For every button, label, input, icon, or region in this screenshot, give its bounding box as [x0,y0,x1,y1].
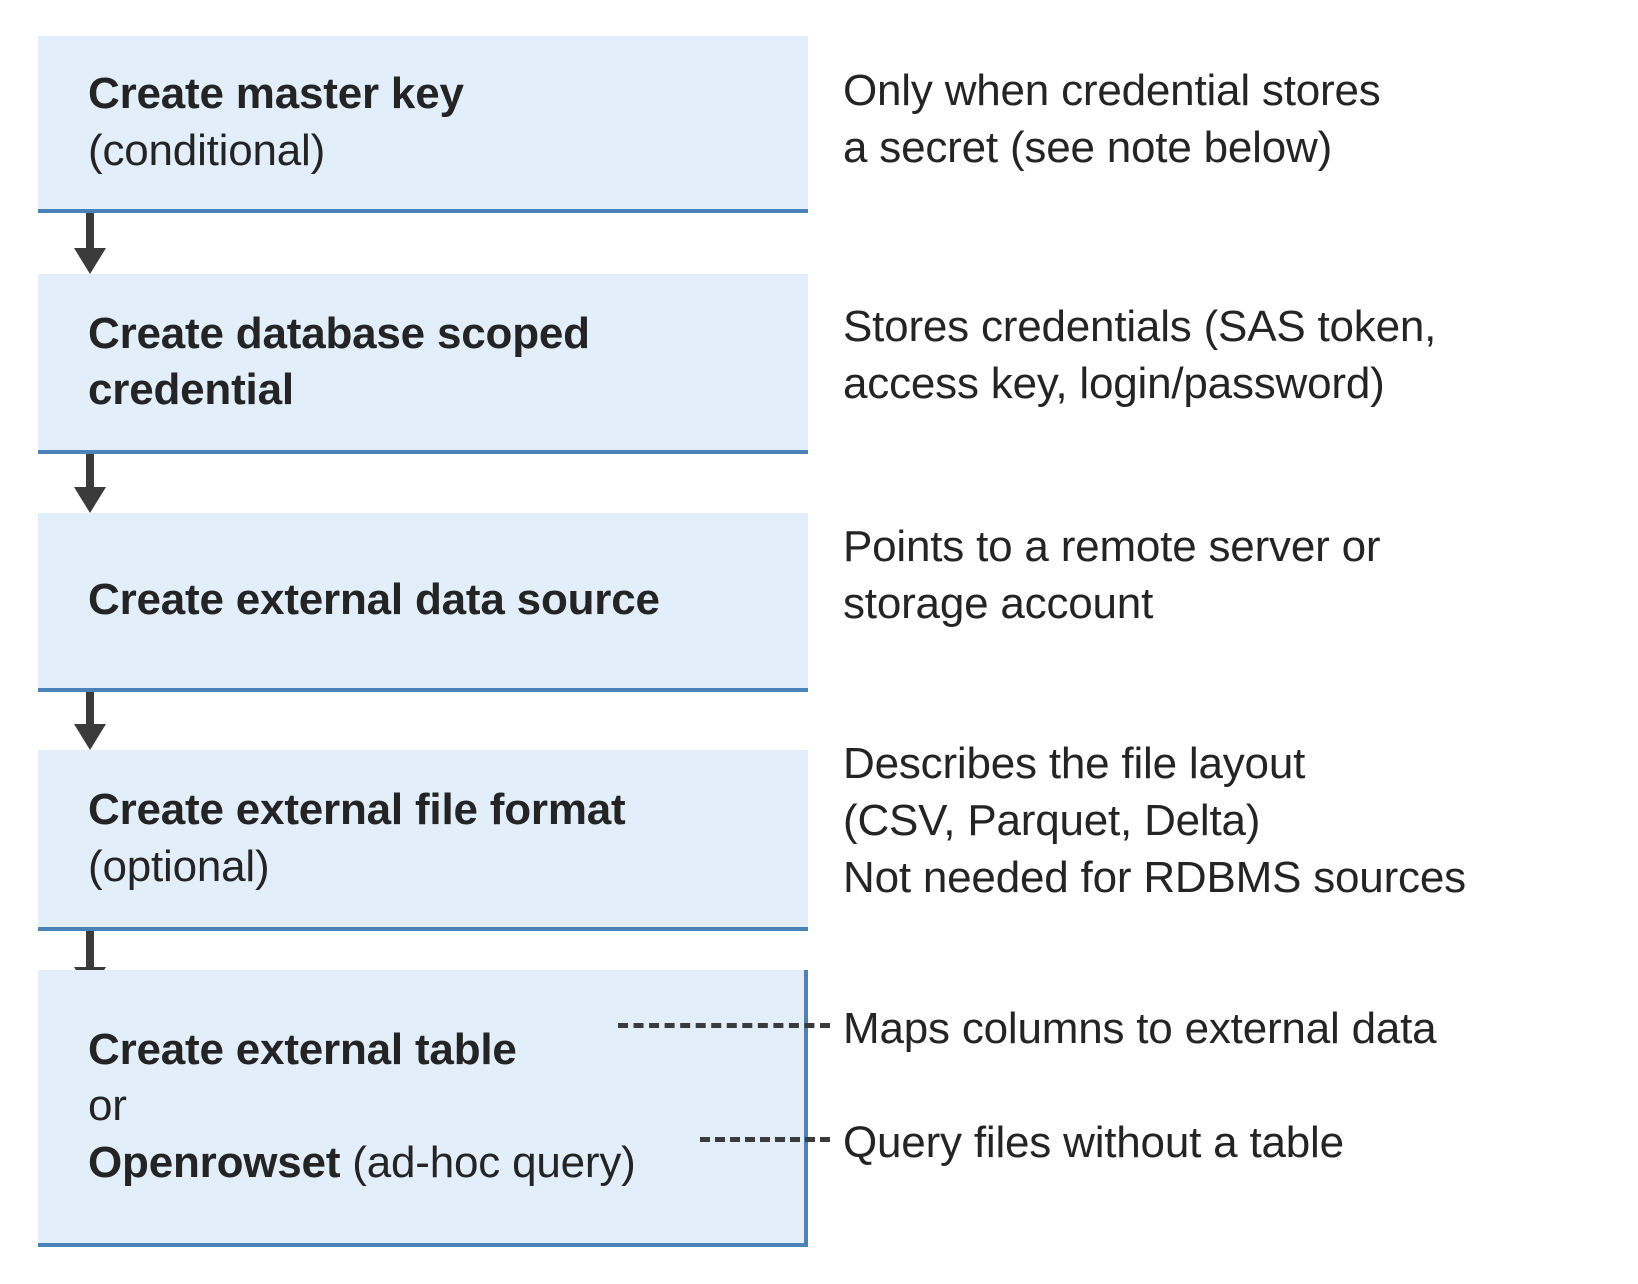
step-box-text: Create database scoped credential [38,306,808,419]
note-create-external-table: Maps columns to external data [843,1000,1437,1057]
note-line: Describes the file layout [843,739,1306,788]
note-create-external-data-source: Points to a remote server or storage acc… [843,518,1380,632]
step-label-secondary: (conditional) [88,125,326,175]
note-line: storage account [843,579,1154,629]
step-box-create-external-table-or-openrowset: Create external table or Openrowset (ad-… [38,970,808,1247]
step-label-openrowset: Openrowset [88,1137,341,1187]
step-box-text: Create master key (conditional) [38,66,808,179]
step-label-secondary: (optional) [88,841,270,891]
step-box-text: Create external table or Openrowset (ad-… [38,1022,804,1191]
note-line: access key, login/password) [843,359,1385,409]
step-box-text: Create external data source [38,572,808,628]
arrow-head-icon [74,487,106,513]
step-box-create-master-key: Create master key (conditional) [38,36,808,213]
step-label-primary: Create external data source [88,575,660,625]
note-line: Only when credential stores [843,66,1381,115]
arrow-shaft [86,692,94,724]
note-create-database-scoped-credential: Stores credentials (SAS token, access ke… [843,298,1436,412]
step-box-create-external-data-source: Create external data source [38,513,808,692]
step-label-primary: Create database scoped [88,308,590,358]
step-box-text: Create external file format (optional) [38,782,808,895]
dashed-connector-external-table [618,1023,830,1028]
arrow-step3-to-step4 [74,692,106,750]
note-line: Points to a remote server or [843,522,1381,571]
arrow-step1-to-step2 [74,213,106,274]
note-line: Maps columns to external data [843,1004,1437,1053]
note-create-master-key: Only when credential stores a secret (se… [843,62,1381,176]
arrow-shaft [86,931,94,967]
arrow-head-icon [74,248,106,274]
step-label-openrowset-suffix: (ad-hoc query) [340,1137,636,1187]
arrow-shaft [86,213,94,248]
step-label-primary: Create external file format [88,785,626,835]
arrow-shaft [86,454,94,487]
note-line: a secret (see note below) [843,123,1333,173]
dashed-connector-openrowset [700,1137,830,1142]
step-box-create-database-scoped-credential: Create database scoped credential [38,274,808,454]
note-line: Not needed for RDBMS sources [843,853,1466,903]
step-label-primary: Create master key [88,69,464,119]
step-label-secondary: credential [88,365,294,414]
note-line: Query files without a table [843,1118,1344,1167]
arrow-head-icon [74,724,106,750]
arrow-step2-to-step3 [74,454,106,513]
step-label-or: or [88,1081,127,1131]
step-box-create-external-file-format: Create external file format (optional) [38,750,808,931]
step-label-create-external-table: Create external table [88,1025,517,1075]
note-openrowset: Query files without a table [843,1114,1344,1171]
note-line: (CSV, Parquet, Delta) [843,796,1261,846]
note-line: Stores credentials (SAS token, [843,302,1437,351]
note-create-external-file-format: Describes the file layout (CSV, Parquet,… [843,735,1466,907]
